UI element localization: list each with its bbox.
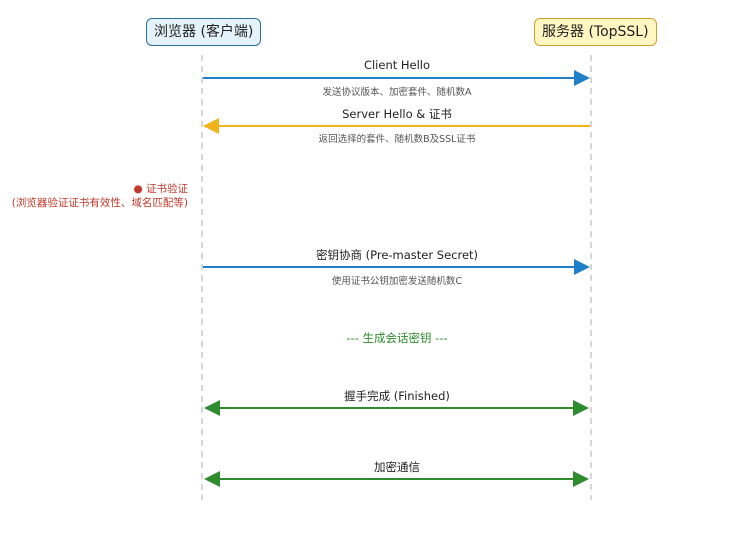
key-exchange-label: 密钥协商 (Pre-master Secret) [315, 248, 479, 262]
server-participant-box: 服务器 (TopSSL) [534, 18, 657, 46]
server-hello-sub: 返回选择的套件、随机数B及SSL证书 [318, 134, 476, 145]
client-hello-label: Client Hello [363, 58, 431, 72]
verification-title: ● 证书验证 [133, 183, 189, 195]
client-hello-sub: 发送协议版本、加密套件、随机数A [322, 87, 472, 98]
verification-detail: (浏览器验证证书有效性、域名匹配等) [11, 197, 188, 209]
session-key-note: --- 生成会话密钥 --- [346, 331, 448, 345]
certificate-verification-note: ● 证书验证 (浏览器验证证书有效性、域名匹配等) [12, 182, 188, 210]
client-participant-box: 浏览器 (客户端) [146, 18, 262, 46]
finished-label: 握手完成 (Finished) [344, 389, 450, 403]
key-exchange-sub: 使用证书公钥加密发送随机数C [331, 276, 463, 287]
server-hello-label: Server Hello & 证书 [342, 107, 452, 121]
encrypted-comm-label: 加密通信 [374, 460, 420, 474]
